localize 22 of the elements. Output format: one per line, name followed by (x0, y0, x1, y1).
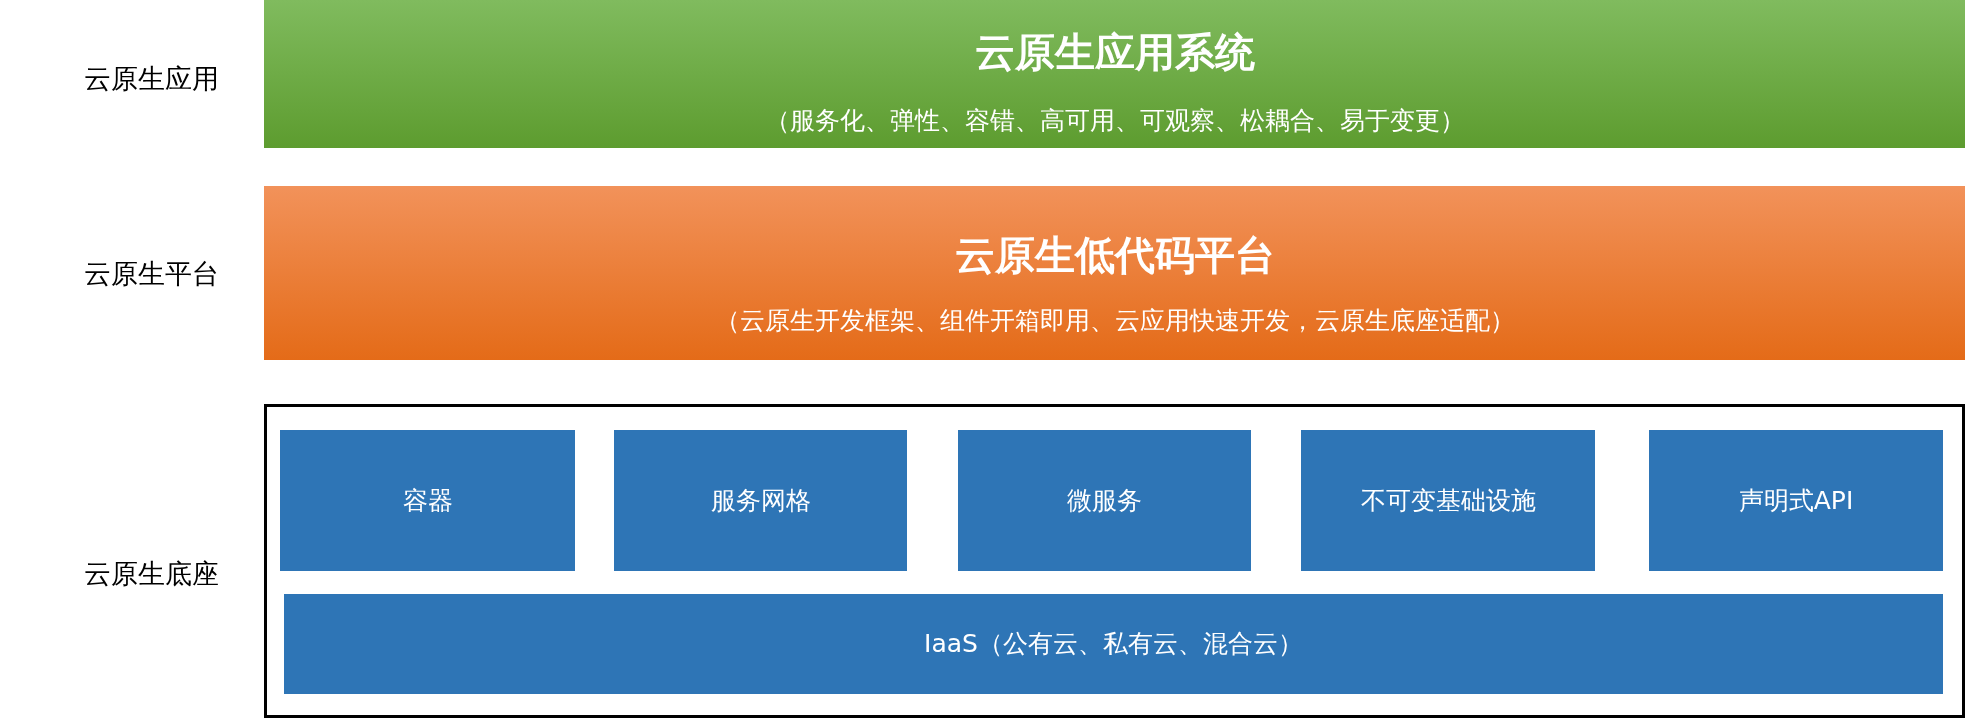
component-label: 声明式API (1738, 485, 1854, 516)
layer-title: 云原生应用系统 (974, 28, 1255, 76)
layer-label: 云原生应用 (83, 62, 219, 96)
layer-label: 云原生底座 (83, 557, 219, 591)
platform-layer-band (264, 186, 1965, 360)
component-tile (280, 430, 575, 571)
layer-subtitle: （云原生开发框架、组件开箱即用、云应用快速开发，云原生底座适配） (714, 306, 1515, 336)
foundation-layer-frame (264, 404, 1965, 718)
component-label: 不可变基础设施 (1360, 485, 1536, 516)
component-label: 微服务 (1067, 485, 1142, 516)
component-tile (1301, 430, 1595, 571)
layer-subtitle: （服务化、弹性、容错、高可用、可观察、松耦合、易于变更） (764, 106, 1465, 136)
component-label: 服务网格 (710, 485, 811, 516)
component-tile (958, 430, 1251, 571)
component-tile (1649, 430, 1943, 571)
layer-label: 云原生平台 (83, 257, 219, 291)
layer-title: 云原生低代码平台 (954, 231, 1275, 279)
component-label: IaaS（公有云、私有云、混合云） (924, 629, 1303, 659)
application-layer-band (264, 0, 1965, 148)
component-tile (614, 430, 907, 571)
component-label: 容器 (402, 485, 453, 516)
infrastructure-band (284, 594, 1943, 694)
